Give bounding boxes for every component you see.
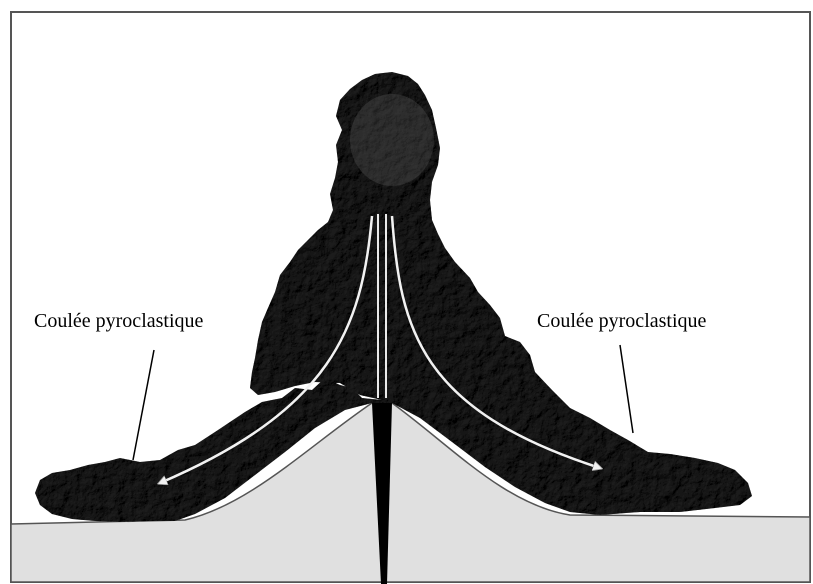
left-flow-label: Coulée pyroclastique	[34, 309, 203, 333]
right-flow-label: Coulée pyroclastique	[537, 309, 706, 333]
cloud-highlight	[350, 94, 434, 186]
